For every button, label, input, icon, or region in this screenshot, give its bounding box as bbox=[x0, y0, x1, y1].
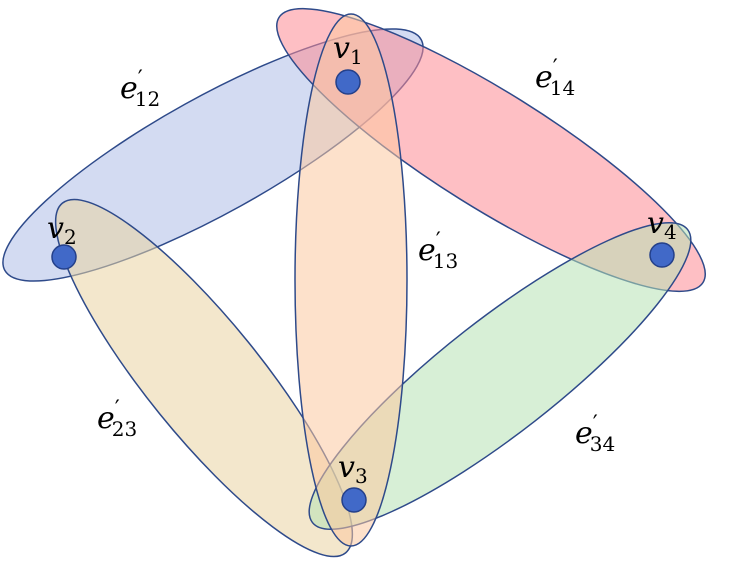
vertex-label-v1: v1 bbox=[333, 31, 363, 69]
vertex-label-v4: v4 bbox=[647, 206, 677, 244]
hyperedge-e34 bbox=[308, 221, 692, 531]
vertex-v1-dot bbox=[335, 69, 361, 95]
vertex-label-v3: v3 bbox=[338, 450, 368, 488]
hyperedge-e13 bbox=[294, 13, 408, 547]
hyperedge-e23 bbox=[54, 198, 354, 558]
hyperedge-label-e23: e′23 bbox=[97, 397, 137, 441]
vertex-label-v2: v2 bbox=[47, 211, 77, 249]
vertex-v2-dot bbox=[51, 244, 77, 270]
hyperedge-label-e34: e′34 bbox=[575, 412, 615, 456]
hyperedge-label-e14: e′14 bbox=[535, 56, 575, 100]
vertex-v3-dot bbox=[341, 487, 367, 513]
hyperedge-label-e12: e′12 bbox=[120, 67, 160, 111]
hyperedge-label-e13: e′13 bbox=[418, 229, 458, 273]
vertex-v4-dot bbox=[649, 242, 675, 268]
